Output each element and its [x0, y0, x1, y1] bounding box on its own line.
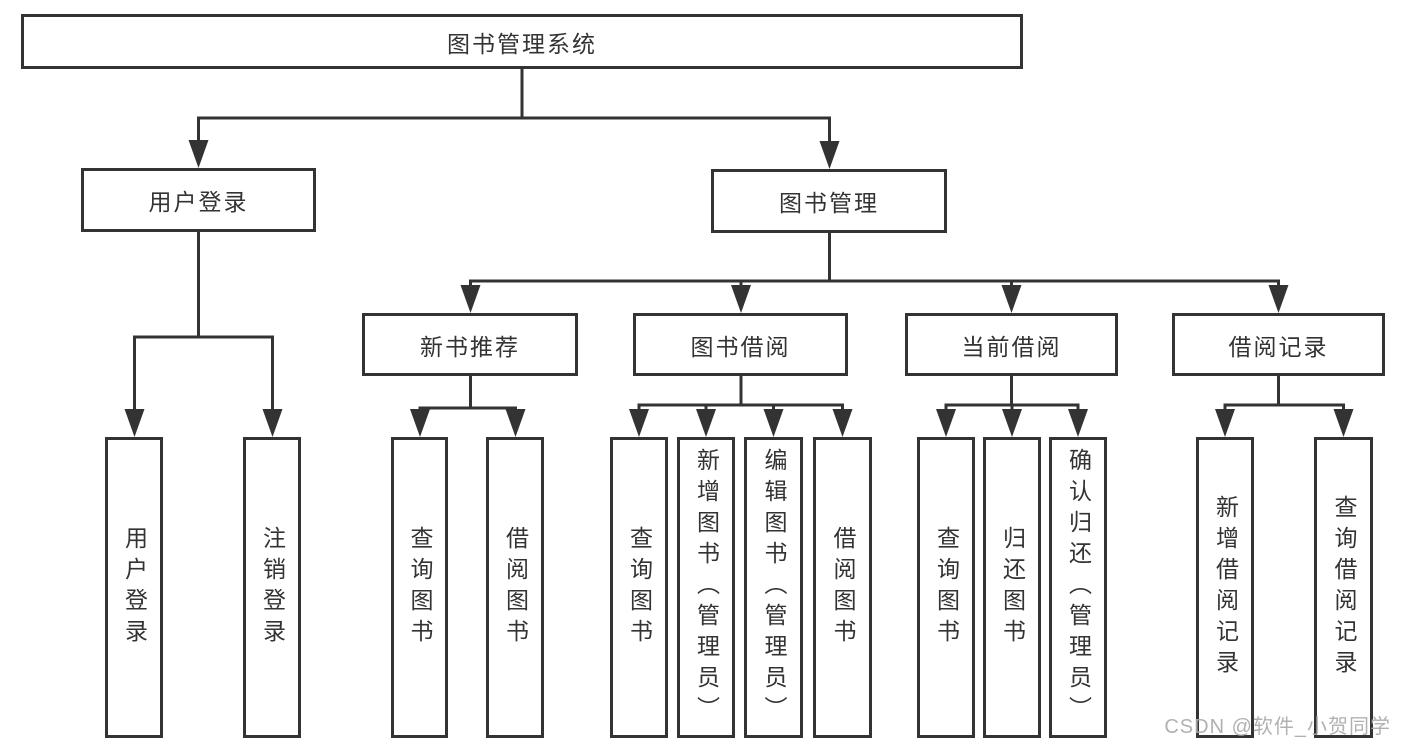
leaf-borrowing-add-books: 新增图书（管理员）: [677, 437, 735, 738]
leaf-borrowing-edit-books: 编辑图书（管理员）: [744, 437, 803, 738]
leaf-borrowing-query-books-label: 查询图书: [626, 525, 653, 650]
watermark: CSDN @软件_小贺同学: [1164, 716, 1391, 738]
leaf-borrowing-query-books: 查询图书: [610, 437, 668, 738]
leaf-recommend-borrow-books-label: 借阅图书: [502, 525, 529, 650]
leaf-borrowing-borrow-books-label: 借阅图书: [830, 525, 856, 650]
leaf-records-query-record: 查询借阅记录: [1314, 437, 1373, 738]
node-user-login: 用户登录: [81, 168, 316, 232]
leaf-recommend-borrow-books: 借阅图书: [486, 437, 544, 738]
node-root: 图书管理系统: [21, 14, 1023, 69]
leaf-borrowing-edit-books-label: 编辑图书（管理员）: [761, 448, 787, 727]
leaf-user-login: 用户登录: [105, 437, 163, 738]
leaf-current-query-books: 查询图书: [917, 437, 975, 738]
leaf-current-return-books-label: 归还图书: [999, 525, 1026, 650]
leaf-user-login-label: 用户登录: [121, 525, 148, 650]
leaf-current-return-books: 归还图书: [983, 437, 1041, 738]
leaf-records-add-record: 新增借阅记录: [1196, 437, 1254, 738]
leaf-current-confirm-return-label: 确认归还（管理员）: [1065, 448, 1092, 727]
node-new-book-recommend: 新书推荐: [362, 313, 578, 376]
leaf-borrowing-add-books-label: 新增图书（管理员）: [693, 448, 720, 727]
node-book-borrowing: 图书借阅: [633, 313, 848, 376]
node-book-management: 图书管理: [711, 169, 947, 233]
node-borrowing-records: 借阅记录: [1172, 313, 1385, 376]
leaf-logout: 注销登录: [243, 437, 301, 738]
leaf-recommend-query-books-label: 查询图书: [407, 525, 433, 650]
leaf-borrowing-borrow-books: 借阅图书: [813, 437, 872, 738]
leaf-records-add-record-label: 新增借阅记录: [1212, 494, 1239, 681]
leaf-recommend-query-books: 查询图书: [391, 437, 448, 738]
node-current-borrowing: 当前借阅: [905, 313, 1118, 376]
leaf-records-query-record-label: 查询借阅记录: [1331, 494, 1357, 681]
leaf-current-query-books-label: 查询图书: [933, 525, 960, 650]
leaf-current-confirm-return: 确认归还（管理员）: [1049, 437, 1107, 738]
leaf-logout-label: 注销登录: [259, 525, 286, 650]
